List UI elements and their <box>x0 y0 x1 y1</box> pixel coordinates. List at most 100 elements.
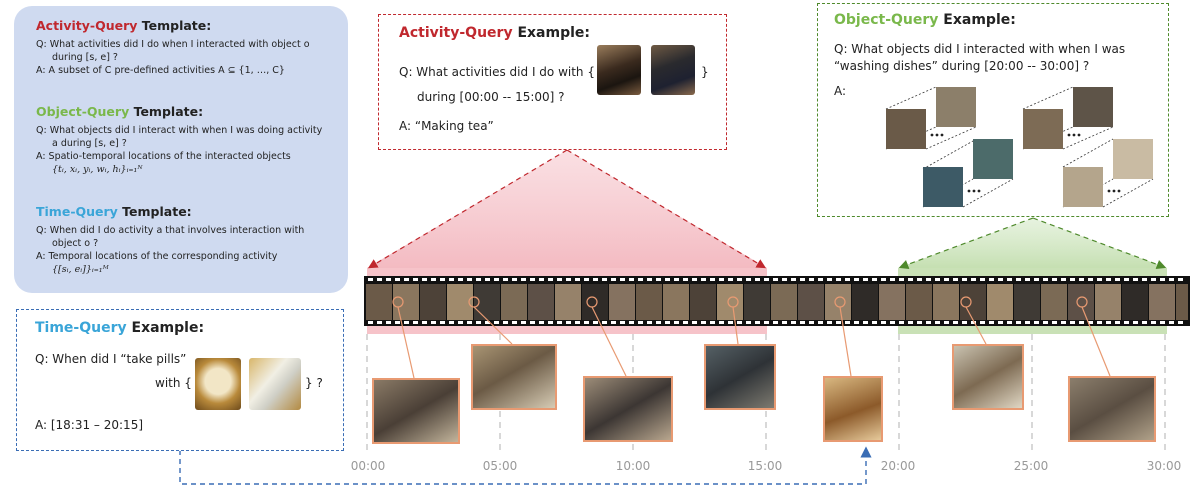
leader-line <box>591 306 627 377</box>
film-frame <box>1041 284 1067 320</box>
sprocket-hole <box>863 321 868 324</box>
sprocket-hole <box>620 321 625 324</box>
activity-example-title-rest: Example: <box>512 25 590 41</box>
sprocket-hole <box>1115 278 1120 281</box>
sprocket-hole <box>773 278 778 281</box>
sprocket-hole <box>629 278 634 281</box>
sprocket-hole <box>566 278 571 281</box>
sprocket-hole <box>1097 321 1102 324</box>
sprocket-hole <box>917 321 922 324</box>
sprocket-hole <box>1034 278 1039 281</box>
sprocket-hole <box>953 278 958 281</box>
sprocket-hole <box>953 321 958 324</box>
tick-label: 20:00 <box>880 459 916 473</box>
film-frame <box>879 284 905 320</box>
sprocket-hole <box>1079 278 1084 281</box>
sprocket-hole <box>530 278 535 281</box>
sprocket-hole <box>917 278 922 281</box>
sprocket-hole <box>413 278 418 281</box>
sprocket-hole <box>1016 278 1021 281</box>
sprocket-hole <box>512 278 517 281</box>
sprocket-hole <box>791 321 796 324</box>
sprocket-hole <box>890 321 895 324</box>
sprocket-hole <box>1088 321 1093 324</box>
sprocket-hole <box>1025 278 1030 281</box>
sprocket-hole <box>422 278 427 281</box>
sprocket-hole <box>1160 321 1165 324</box>
sprocket-hole <box>683 321 688 324</box>
sprocket-hole <box>575 278 580 281</box>
sprocket-hole <box>935 321 940 324</box>
sprocket-hole <box>863 278 868 281</box>
sprocket-hole <box>674 321 679 324</box>
film-frame <box>1014 284 1040 320</box>
sprocket-hole <box>764 321 769 324</box>
sprocket-hole <box>503 321 508 324</box>
sprocket-hole <box>1133 278 1138 281</box>
sprocket-hole <box>1160 278 1165 281</box>
time-template: Time-Query Template: Q: When did I do ac… <box>36 204 304 276</box>
sprocket-hole <box>386 278 391 281</box>
sprocket-hole <box>1115 321 1120 324</box>
sprocket-hole <box>1151 278 1156 281</box>
activity-example-q2: during [00:00 -- 15:00] ? <box>417 90 565 104</box>
sprocket-hole <box>539 278 544 281</box>
keyframe-photo <box>823 376 883 442</box>
sprocket-hole <box>494 321 499 324</box>
time-example-title-colored: Time-Query <box>35 320 127 336</box>
film-frame <box>960 284 986 320</box>
sprocket-hole <box>971 278 976 281</box>
sprocket-hole <box>755 278 760 281</box>
sprocket-hole <box>710 321 715 324</box>
tick-label: 10:00 <box>615 459 651 473</box>
keyframe-photo <box>704 344 776 410</box>
sprocket-hole <box>908 321 913 324</box>
film-frame <box>933 284 959 320</box>
sprocket-hole <box>656 278 661 281</box>
sprocket-hole <box>746 321 751 324</box>
sprocket-hole <box>926 321 931 324</box>
sprocket-hole <box>395 321 400 324</box>
sprocket-hole <box>458 321 463 324</box>
sprocket-hole <box>962 278 967 281</box>
activity-example-q-suffix: } <box>701 65 709 79</box>
sprocket-hole <box>845 278 850 281</box>
sprocket-hole <box>971 321 976 324</box>
object-example-q1: Q: What objects did I interacted with wh… <box>834 42 1126 56</box>
sprocket-hole <box>701 321 706 324</box>
sprocket-hole <box>665 321 670 324</box>
sprocket-hole <box>710 278 715 281</box>
sprocket-hole <box>503 278 508 281</box>
sprocket-hole <box>719 278 724 281</box>
sprocket-hole <box>449 321 454 324</box>
sprocket-hole <box>890 278 895 281</box>
film-frame <box>420 284 446 320</box>
sprocket-hole <box>791 278 796 281</box>
sprocket-hole <box>989 321 994 324</box>
sprocket-hole <box>827 278 832 281</box>
sprocket-hole <box>701 278 706 281</box>
object-example-title-colored: Object-Query <box>834 12 939 28</box>
film-frame <box>906 284 932 320</box>
film-frame <box>987 284 1013 320</box>
film-frame <box>825 284 851 320</box>
film-frame <box>663 284 689 320</box>
sprocket-hole <box>557 321 562 324</box>
sprocket-hole <box>1070 321 1075 324</box>
sprocket-hole <box>485 321 490 324</box>
film-frame <box>528 284 554 320</box>
sprocket-hole <box>926 278 931 281</box>
sprocket-hole <box>737 278 742 281</box>
sprocket-hole <box>962 321 967 324</box>
sprocket-hole <box>431 321 436 324</box>
sprocket-hole <box>638 321 643 324</box>
sprocket-hole <box>1043 278 1048 281</box>
object-template-q1: Q: What objects did I interact with when… <box>36 125 323 136</box>
activity-template: Activity-Query Template: Q: What activit… <box>36 18 310 77</box>
sprocket-hole <box>1178 278 1183 281</box>
object-template-title-rest: Template: <box>129 104 204 119</box>
sprocket-hole <box>809 321 814 324</box>
object-example-answer: A: <box>834 84 847 98</box>
sprocket-hole <box>584 278 589 281</box>
